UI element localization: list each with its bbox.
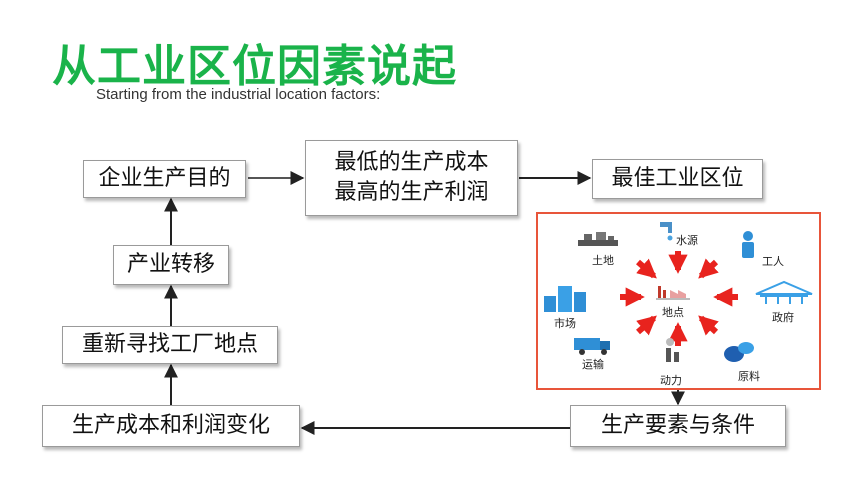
- factor-label-water: 水源: [676, 234, 698, 247]
- node-cost-profit: 最低的生产成本 最高的生产利润: [305, 140, 518, 216]
- factor-label-market: 市场: [554, 317, 576, 330]
- raw-material-icon: [724, 342, 754, 362]
- factor-label-land: 土地: [592, 254, 614, 267]
- factor-label-raw-material: 原料: [738, 370, 760, 383]
- water-tap-icon: [660, 222, 673, 241]
- power-plant-icon: [666, 338, 679, 362]
- node-relocate-factory: 重新寻找工厂地点: [62, 326, 278, 364]
- government-building-icon: [755, 280, 813, 304]
- node-cost-profit-change-label: 生产成本和利润变化: [71, 413, 270, 438]
- page-subtitle: Starting from the industrial location fa…: [96, 86, 381, 103]
- factor-arrow-transport: [636, 315, 657, 336]
- page-title: 从工业区位因素说起: [52, 41, 457, 92]
- factor-label-government: 政府: [772, 311, 794, 324]
- node-production-factors: 生产要素与条件: [570, 405, 786, 447]
- land-icon: [578, 232, 618, 246]
- node-enterprise-goal-label: 企业生产目的: [98, 166, 231, 191]
- market-buildings-icon: [544, 286, 586, 312]
- factor-label-center: 地点: [662, 306, 684, 319]
- node-best-location-label: 最佳工业区位: [611, 166, 744, 191]
- node-relocate-factory-label: 重新寻找工厂地点: [81, 332, 258, 357]
- factory-center-icon: [656, 286, 690, 300]
- node-industry-transfer: 产业转移: [113, 245, 229, 285]
- node-production-factors-label: 生产要素与条件: [600, 413, 755, 438]
- factor-arrow-raw-material: [698, 315, 719, 336]
- worker-icon: [742, 231, 754, 258]
- node-industry-transfer-label: 产业转移: [126, 252, 215, 277]
- truck-icon: [574, 338, 610, 355]
- factor-label-transport: 运输: [582, 358, 604, 371]
- factor-label-power: 动力: [660, 374, 682, 387]
- factor-arrow-land: [636, 258, 657, 279]
- node-best-location: 最佳工业区位: [592, 159, 763, 199]
- node-cost-profit-line2: 最高的生产利润: [334, 180, 489, 205]
- node-cost-profit-change: 生产成本和利润变化: [42, 405, 300, 447]
- node-enterprise-goal: 企业生产目的: [83, 160, 246, 198]
- factor-label-labor: 工人: [762, 255, 784, 268]
- node-cost-profit-line1: 最低的生产成本: [334, 150, 489, 175]
- factor-arrow-labor: [698, 258, 719, 279]
- location-factors-panel: 水源 土地 工人 市场 地点 政府 运输 动力 原料: [536, 212, 821, 390]
- location-factors-graphic: [544, 222, 813, 362]
